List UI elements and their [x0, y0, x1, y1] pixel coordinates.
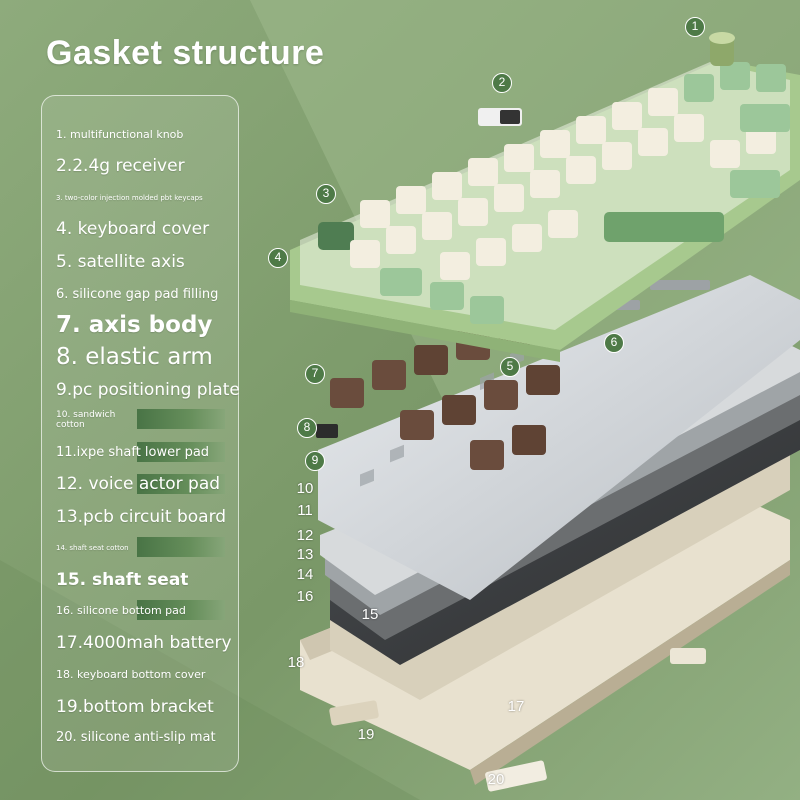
- color-swatch: [137, 409, 225, 429]
- component-label: 16. silicone bottom pad: [56, 604, 186, 617]
- component-label: 14. shaft seat cotton: [56, 544, 129, 552]
- component-label: 17.4000mah battery: [56, 633, 232, 653]
- color-swatch: [137, 442, 225, 462]
- callout-marker: 4: [268, 248, 288, 268]
- callout-marker: 13: [296, 546, 314, 563]
- callout-marker: 6: [604, 333, 624, 353]
- component-label: 2.2.4g receiver: [56, 156, 185, 176]
- component-label: 19.bottom bracket: [56, 697, 214, 717]
- callout-marker: 7: [305, 364, 325, 384]
- callout-marker: 9: [305, 451, 325, 471]
- component-label: 8. elastic arm: [56, 344, 213, 370]
- callout-marker: 8: [297, 418, 317, 438]
- callout-marker: 18: [287, 654, 305, 671]
- callout-marker: 10: [296, 480, 314, 497]
- callout-marker: 16: [296, 588, 314, 605]
- callout-marker: 11: [297, 502, 313, 519]
- component-label: 4. keyboard cover: [56, 219, 210, 239]
- callout-marker: 12: [296, 527, 314, 544]
- color-swatch: [137, 474, 225, 494]
- component-label: 3. two-color injection molded pbt keycap…: [56, 194, 203, 202]
- component-label: 20. silicone anti-slip mat: [56, 730, 216, 745]
- component-label: 1. multifunctional knob: [56, 128, 184, 141]
- component-label: 10. sandwich cotton: [56, 410, 116, 430]
- component-label: 11.ixpe shaft lower pad: [56, 445, 210, 460]
- callout-marker: 19: [357, 726, 375, 743]
- color-swatch: [137, 537, 225, 557]
- callout-marker: 2: [492, 73, 512, 93]
- callout-marker: 15: [361, 606, 379, 623]
- callout-marker: 20: [487, 771, 505, 788]
- component-label: 9.pc positioning plate: [56, 380, 240, 400]
- callout-marker: 17: [507, 698, 525, 715]
- component-label: 13.pcb circuit board: [56, 507, 227, 527]
- callout-marker: 3: [316, 184, 336, 204]
- component-label: 18. keyboard bottom cover: [56, 668, 206, 681]
- component-label: 12. voice actor pad: [56, 474, 221, 494]
- component-label: 15. shaft seat: [56, 570, 189, 590]
- page-title: Gasket structure: [46, 34, 325, 72]
- component-label: 7. axis body: [56, 312, 213, 338]
- component-label: 6. silicone gap pad filling: [56, 287, 219, 302]
- callout-marker: 14: [296, 566, 314, 583]
- callout-marker: 1: [685, 17, 705, 37]
- color-swatch: [137, 600, 225, 620]
- callout-marker: 5: [500, 357, 520, 377]
- component-label: 5. satellite axis: [56, 252, 185, 272]
- component-list-panel: [41, 95, 239, 772]
